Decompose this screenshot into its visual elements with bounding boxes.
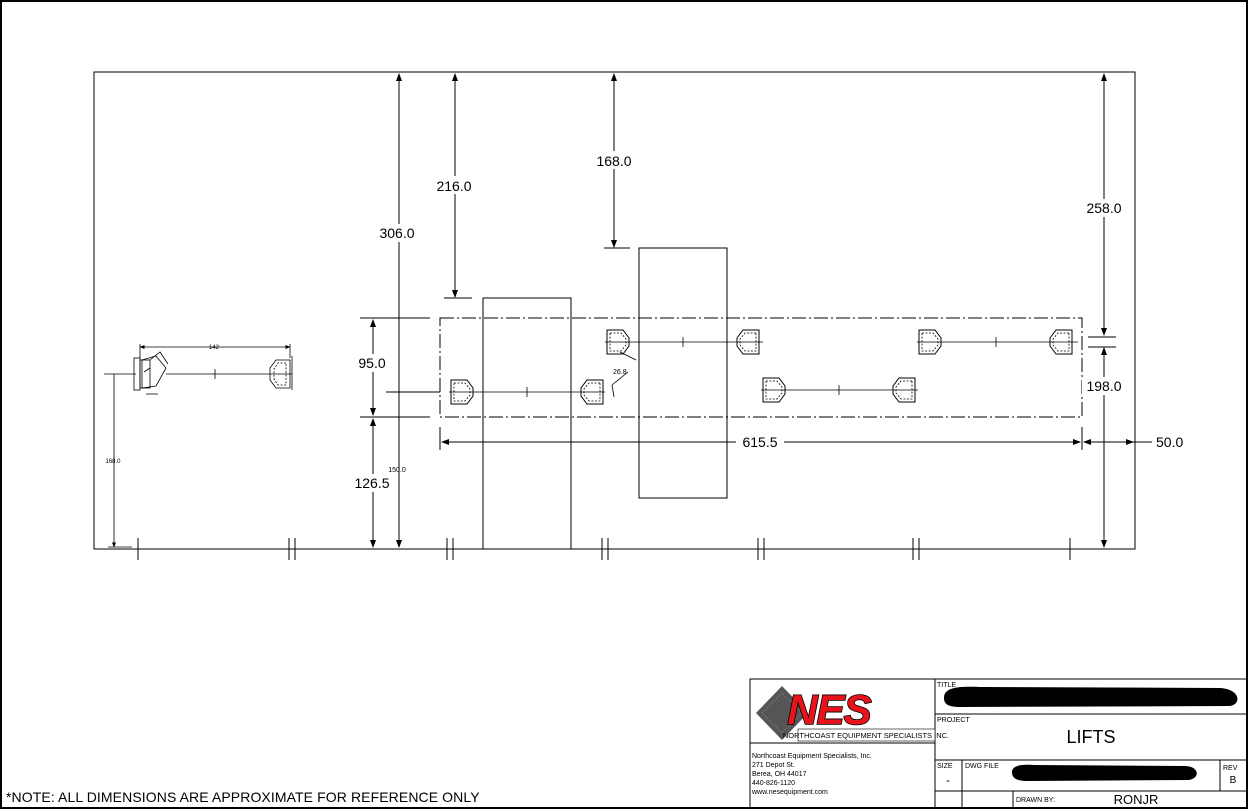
angle-dimension <box>611 351 637 398</box>
size-label: SIZE <box>937 763 953 770</box>
logo-text: NES <box>787 686 871 733</box>
lift-4 <box>761 377 918 403</box>
lift-bay-zone <box>439 317 1083 418</box>
dim-168-top: 168.0 <box>596 153 631 169</box>
dim-126-5: 126.5 <box>354 475 389 491</box>
door-opening-right <box>638 247 728 499</box>
dim-198: 198.0 <box>1086 378 1121 394</box>
lift-side-detail <box>104 344 293 548</box>
company-full-name: NORTHCOAST EQUIPMENT SPECIALISTS INC. <box>783 731 949 740</box>
lift-1 <box>605 329 763 355</box>
svg-text:Berea, OH 44017: Berea, OH 44017 <box>752 771 807 778</box>
door-opening-left <box>482 297 572 550</box>
dim-306-line <box>370 71 440 548</box>
size-value: - <box>946 773 950 787</box>
dim-168-small: 168.0 <box>105 459 121 465</box>
dim-306: 306.0 <box>379 225 414 241</box>
company-address: Northcoast Equipment Specialists, Inc. 2… <box>751 753 872 796</box>
nes-logo: NES NORTHCOAST EQUIPMENT SPECIALISTS INC… <box>756 685 949 742</box>
svg-text:Northcoast Equipment Specialis: Northcoast Equipment Specialists, Inc. <box>752 753 872 760</box>
title-redaction <box>944 686 1238 707</box>
dim-615-5: 615.5 <box>742 434 777 450</box>
dim-50: 50.0 <box>1156 434 1183 450</box>
dim-258: 258.0 <box>1086 200 1121 216</box>
lift-3 <box>449 379 605 405</box>
drawn-by-value: RONJR <box>1114 792 1159 807</box>
dim-26-8: 26.8 <box>613 369 627 376</box>
svg-text:271 Depot St.: 271 Depot St. <box>752 762 795 769</box>
dwg-file-label: DWG FILE <box>965 763 999 770</box>
title-label: TITLE <box>937 682 956 689</box>
project-label: PROJECT <box>937 717 970 724</box>
rev-label: REV <box>1223 765 1238 772</box>
approximate-dimensions-note: *NOTE: ALL DIMENSIONS ARE APPROXIMATE FO… <box>6 789 480 805</box>
svg-text:www.nesequipment.com: www.nesequipment.com <box>751 789 828 796</box>
svg-text:440-826-1120: 440-826-1120 <box>752 780 795 787</box>
drawn-by-label: DRAWN BY: <box>1016 797 1055 804</box>
dim-216: 216.0 <box>436 178 471 194</box>
column-markers <box>137 538 1071 560</box>
dim-150: 150.0 <box>388 467 406 474</box>
project-value: LIFTS <box>1066 727 1115 747</box>
dim-142: 142 <box>209 345 220 351</box>
title-block <box>749 678 1248 809</box>
rev-value: B <box>1230 775 1237 786</box>
lift-2 <box>917 329 1078 355</box>
building-outline <box>93 71 1136 550</box>
dwg-file-redaction <box>1012 764 1197 781</box>
dim-95: 95.0 <box>358 355 385 371</box>
